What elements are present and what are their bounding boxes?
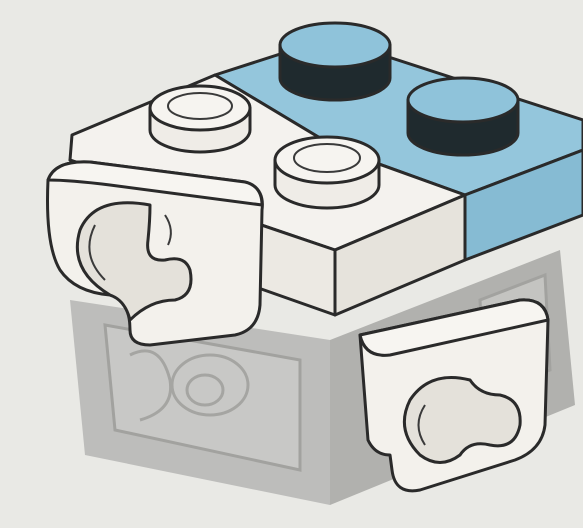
blue-stud-back: [280, 23, 390, 100]
white-stud-front: [275, 137, 379, 208]
white-stud-back: [150, 86, 250, 152]
blue-stud-front: [408, 78, 518, 155]
